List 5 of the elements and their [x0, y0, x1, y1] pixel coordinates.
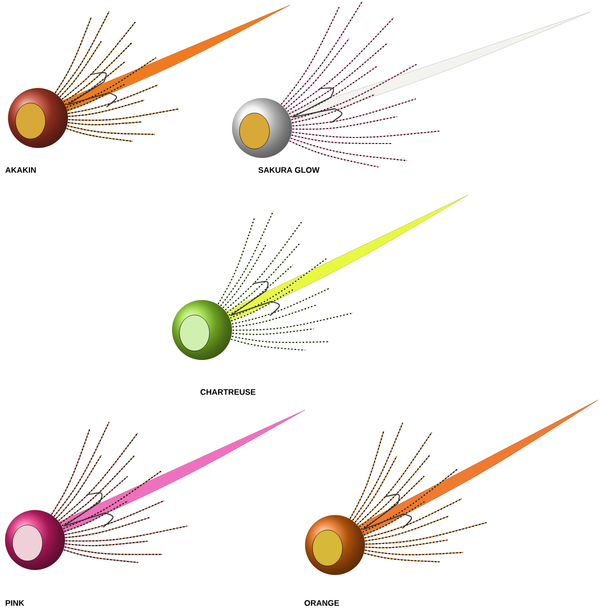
color-name: PINK	[6, 600, 24, 606]
color-name: AKAKIN	[5, 167, 36, 173]
color-name: CHARTREUSE	[200, 389, 256, 395]
color-name: ORANGE	[304, 600, 339, 606]
color-name: SAKURA GLOW	[258, 167, 320, 173]
